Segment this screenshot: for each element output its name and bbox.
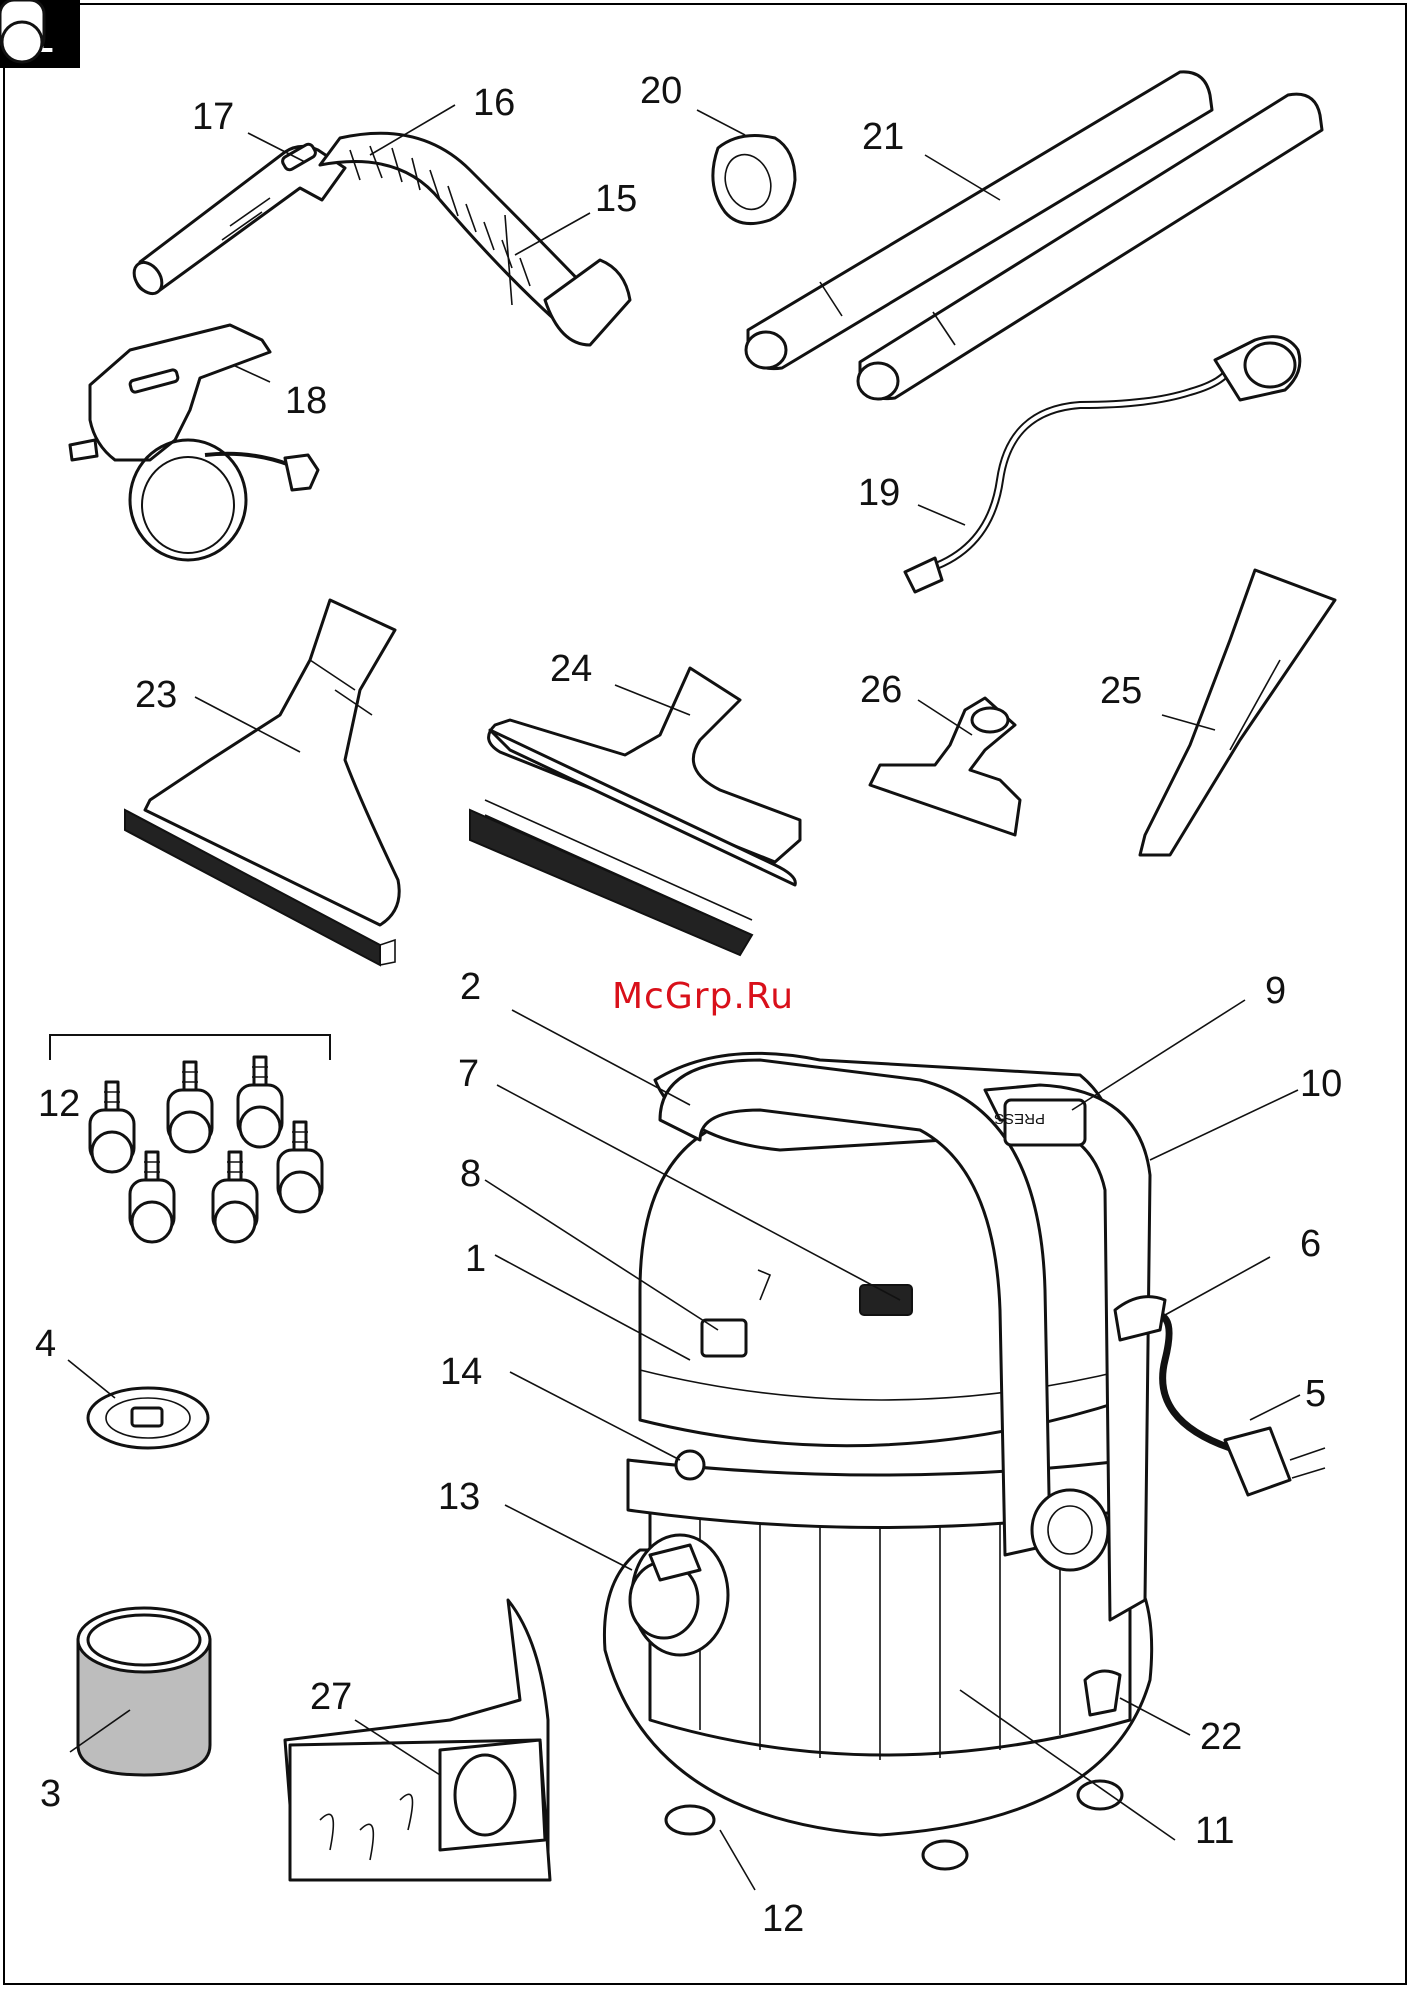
label-6: 6 [1300, 1225, 1321, 1263]
disc-part [88, 1388, 208, 1448]
spray-hose-part [905, 337, 1300, 592]
label-3: 3 [40, 1775, 61, 1813]
press-text: PRESS [994, 1110, 1045, 1127]
watermark: McGrp.Ru [612, 976, 794, 1017]
hose-handle-part [128, 142, 345, 298]
label-23: 23 [135, 676, 177, 714]
label-4: 4 [35, 1325, 56, 1363]
label-11: 11 [1195, 1812, 1234, 1850]
label-20: 20 [640, 72, 682, 110]
label-8: 8 [460, 1155, 481, 1193]
label-16: 16 [473, 84, 515, 122]
label-25: 25 [1100, 672, 1142, 710]
label-7: 7 [458, 1055, 479, 1093]
label-5: 5 [1305, 1375, 1326, 1413]
label-9: 9 [1265, 972, 1286, 1010]
crevice-nozzle-part [1140, 570, 1335, 855]
filter-bag-part [285, 1600, 550, 1880]
label-2: 2 [460, 968, 481, 1006]
label-10: 10 [1300, 1065, 1342, 1103]
label-21: 21 [862, 118, 904, 156]
label-19: 19 [858, 474, 900, 512]
spray-handle-part [70, 325, 318, 560]
label-14: 14 [440, 1353, 482, 1391]
label-12-castors: 12 [38, 1085, 80, 1123]
label-18: 18 [285, 382, 327, 420]
label-22: 22 [1200, 1718, 1242, 1756]
label-26: 26 [860, 671, 902, 709]
label-17: 17 [192, 98, 234, 136]
label-15: 15 [595, 180, 637, 218]
label-24: 24 [550, 650, 592, 688]
label-1: 1 [465, 1240, 486, 1278]
floor-nozzle-part [470, 668, 800, 955]
label-27: 27 [310, 1678, 352, 1716]
suction-hose-part [320, 133, 630, 345]
small-nozzle-part [870, 698, 1020, 835]
label-13: 13 [438, 1478, 480, 1516]
upholstery-nozzle-part [125, 600, 399, 965]
filter-cartridge-part [78, 1608, 210, 1775]
label-12-castor: 12 [762, 1900, 804, 1938]
